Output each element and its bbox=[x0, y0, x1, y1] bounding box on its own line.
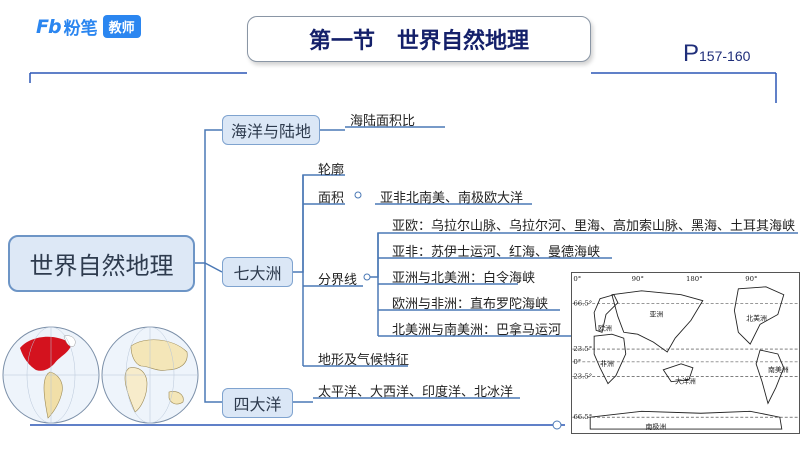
map-latitude-4: 66.5° bbox=[573, 413, 592, 421]
map-latitude-3: 23.5° bbox=[573, 373, 592, 381]
brand-badge: 教师 bbox=[102, 15, 141, 38]
boundary-asia-north-america: 亚洲与北美洲：白令海峡 bbox=[392, 271, 536, 286]
leaf-terrain-climate: 地形及气候特征 bbox=[318, 353, 410, 368]
map-label-asia: 亚洲 bbox=[649, 310, 663, 318]
brand-mark: Fb bbox=[36, 15, 62, 38]
node-oceans-and-land[interactable]: 海洋与陆地 bbox=[222, 115, 320, 145]
map-longitude-0: 0° bbox=[573, 275, 581, 283]
page-range: 157-160 bbox=[699, 48, 751, 64]
map-label-antarctica: 南极洲 bbox=[646, 422, 667, 431]
boundary-asia-europe: 亚欧：乌拉尔山脉、乌拉尔河、里海、高加索山脉、黑海、土耳其海峡 bbox=[392, 219, 796, 234]
map-longitude-3: 90° bbox=[745, 275, 757, 283]
map-label-africa: 非洲 bbox=[600, 359, 614, 368]
brand-name: 粉笔 bbox=[63, 19, 98, 39]
eastern-hemisphere-globe bbox=[101, 326, 199, 424]
node-four-oceans[interactable]: 四大洋 bbox=[222, 388, 293, 418]
world-map: 0° 90° 180° 90° 66.5° 23.5° 0° 23.5° 66.… bbox=[571, 272, 800, 434]
leaf-area-value: 亚非北南美、南极欧大洋 bbox=[380, 191, 524, 206]
page-reference: P157-160 bbox=[683, 40, 750, 68]
map-latitude-2: 0° bbox=[573, 358, 581, 366]
boundary-asia-africa: 亚非：苏伊士运河、红海、曼德海峡 bbox=[392, 245, 601, 260]
map-label-south-america: 南美洲 bbox=[768, 365, 789, 374]
boundary-europe-africa: 欧洲与非洲：直布罗陀海峡 bbox=[392, 297, 549, 312]
map-latitude-0: 66.5° bbox=[573, 300, 592, 308]
leaf-land-sea-ratio: 海陆面积比 bbox=[350, 114, 416, 129]
page-prefix: P bbox=[683, 40, 700, 67]
root-node[interactable]: 世界自然地理 bbox=[8, 235, 195, 292]
map-longitude-2: 180° bbox=[686, 275, 703, 283]
map-latitude-1: 23.5° bbox=[573, 345, 592, 353]
leaf-outline: 轮廓 bbox=[318, 163, 345, 178]
map-longitude-1: 90° bbox=[632, 275, 644, 283]
western-hemisphere-globe bbox=[2, 326, 100, 424]
leaf-boundaries: 分界线 bbox=[318, 273, 358, 288]
map-label-europe: 欧洲 bbox=[598, 323, 612, 332]
map-label-oceania: 大洋洲 bbox=[675, 377, 696, 386]
leaf-area: 面积 bbox=[318, 191, 345, 206]
node-seven-continents[interactable]: 七大洲 bbox=[222, 257, 293, 287]
boundary-north-south-america: 北美洲与南美洲：巴拿马运河 bbox=[392, 323, 562, 338]
page-title: 第一节 世界自然地理 bbox=[247, 16, 591, 62]
brand-logo: Fb 粉笔 教师 bbox=[36, 14, 141, 39]
map-label-north-america: 北美洲 bbox=[746, 313, 767, 322]
leaf-four-oceans-value: 太平洋、大西洋、印度洋、北冰洋 bbox=[318, 385, 514, 400]
